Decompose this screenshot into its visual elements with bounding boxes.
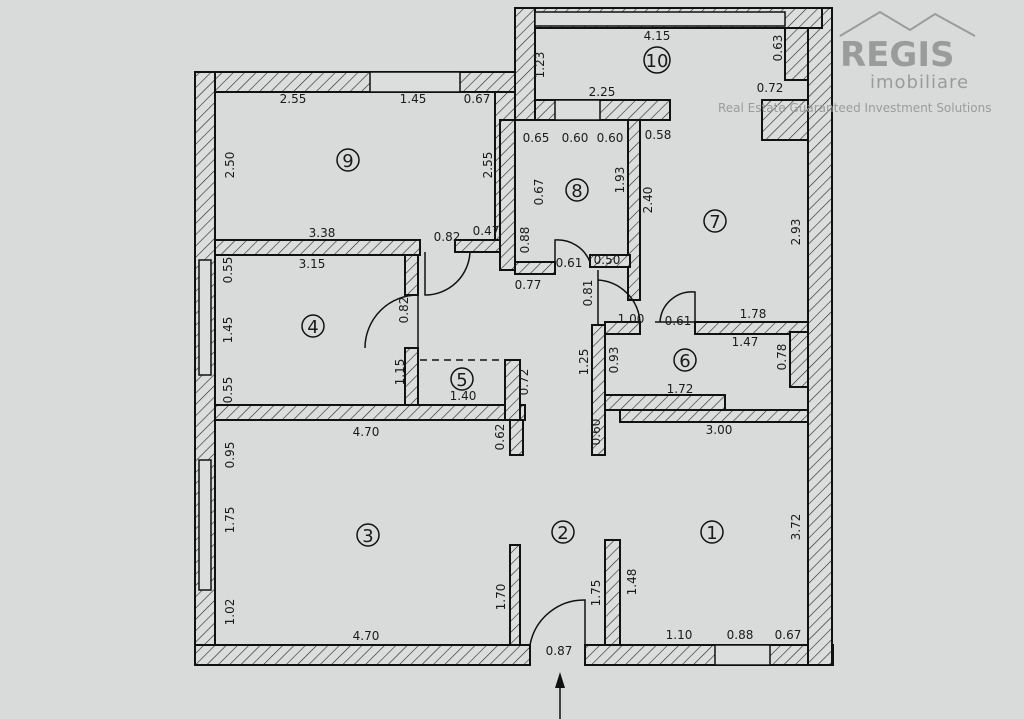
dim: 0.63: [771, 35, 785, 62]
door-room-6: [655, 291, 696, 323]
dim: 1.10: [666, 628, 693, 642]
dim: 0.72: [757, 81, 784, 95]
dim: 0.77: [515, 278, 542, 292]
dimension-labels: 4.15 1.23 0.63 2.25 0.72 2.55 1.45 0.67 …: [221, 29, 803, 658]
dim: 1.72: [667, 382, 694, 396]
dim: 2.93: [789, 219, 803, 246]
room-2-label: 2: [557, 523, 568, 544]
dim: 2.50: [223, 152, 237, 179]
dim: 1.25: [577, 349, 591, 376]
dim: 0.61: [556, 256, 583, 270]
dim: 0.65: [523, 131, 550, 145]
watermark-sub: imobiliare: [870, 72, 969, 93]
dim: 0.81: [581, 280, 595, 307]
dim: 2.55: [481, 152, 495, 179]
dim: 0.67: [464, 92, 491, 106]
dim: 1.15: [393, 359, 407, 386]
entrance-arrow-icon: [555, 672, 565, 719]
dim: 1.48: [625, 569, 639, 596]
dim: 3.72: [789, 514, 803, 541]
room-5-label: 5: [456, 370, 467, 391]
dim: 0.60: [597, 131, 624, 145]
room-9-label: 9: [342, 151, 353, 172]
dim: 2.25: [589, 85, 616, 99]
dim: 0.95: [223, 442, 237, 469]
doors: [364, 239, 696, 646]
dim: 0.78: [775, 344, 789, 371]
house-roof-icon: [839, 10, 976, 37]
dim: 0.58: [645, 128, 672, 142]
dim: 4.70: [353, 425, 380, 439]
room-4-label: 4: [307, 317, 318, 338]
dim: 1.00: [618, 312, 645, 326]
door-room-4: [364, 294, 419, 349]
dim: 0.60: [562, 131, 589, 145]
room-6-label: 6: [679, 351, 690, 372]
dim: 3.38: [309, 226, 336, 240]
dim: 1.75: [223, 507, 237, 534]
dim: 0.72: [517, 369, 531, 396]
dim: 0.47: [473, 224, 500, 238]
dim: 1.45: [400, 92, 427, 106]
dim: 0.61: [665, 314, 692, 328]
dim: 0.67: [775, 628, 802, 642]
entrance-door: [529, 599, 586, 646]
dim: 0.88: [518, 227, 532, 254]
dim: 1.45: [221, 317, 235, 344]
door-room-8: [554, 239, 591, 263]
dim: 1.75: [589, 580, 603, 607]
dim: 0.82: [434, 230, 461, 244]
room-1-label: 1: [706, 523, 717, 544]
watermark-logo: REGIS imobiliare Real Estate Guaranteed …: [718, 10, 991, 115]
dim: 3.00: [706, 423, 733, 437]
dim: 1.70: [494, 584, 508, 611]
dim: 0.55: [221, 377, 235, 404]
room-10-label: 10: [646, 51, 669, 72]
dim: 1.93: [613, 167, 627, 194]
dim: 0.88: [727, 628, 754, 642]
dim: 4.70: [353, 629, 380, 643]
dim: 0.55: [221, 257, 235, 284]
room-7-label: 7: [709, 212, 720, 233]
dim: 0.82: [397, 297, 411, 324]
door-room-7-hall: [597, 270, 641, 325]
dim: 0.67: [532, 179, 546, 206]
room-numbers: [301, 46, 727, 547]
dim: 0.60: [589, 419, 603, 446]
room-3-label: 3: [362, 526, 373, 547]
dim: 0.87: [546, 644, 573, 658]
dim: 1.47: [732, 335, 759, 349]
dim: 0.50: [594, 253, 621, 267]
dim: 4.15: [644, 29, 671, 43]
dim: 0.62: [493, 424, 507, 451]
dim: 2.55: [280, 92, 307, 106]
windows: [198, 11, 786, 666]
dim: 1.40: [450, 389, 477, 403]
door-room-9: [424, 251, 471, 296]
watermark-brand: REGIS: [840, 35, 954, 75]
watermark-tagline: Real Estate Guaranteed Investment Soluti…: [718, 101, 991, 115]
dim: 1.78: [740, 307, 767, 321]
dim: 3.15: [299, 257, 326, 271]
dim: 2.40: [641, 187, 655, 214]
room-8-label: 8: [571, 181, 582, 202]
dim: 1.02: [223, 599, 237, 626]
dim: 0.93: [607, 347, 621, 374]
dim: 1.23: [533, 52, 547, 79]
